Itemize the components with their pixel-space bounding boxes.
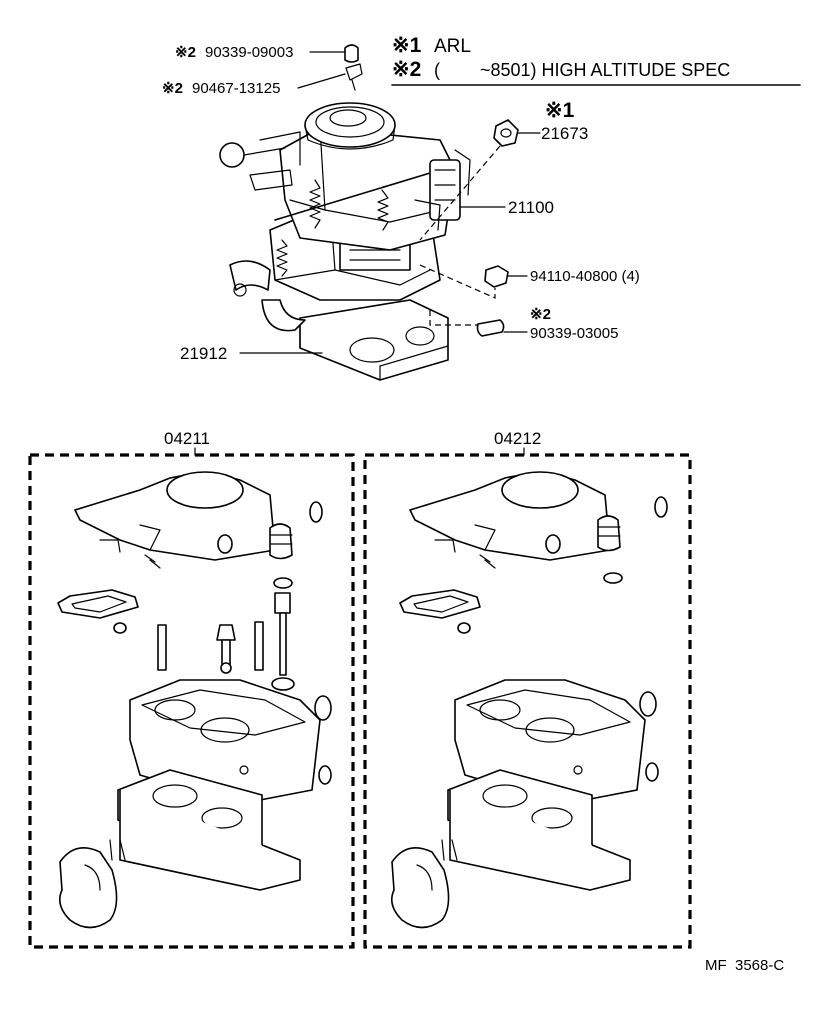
insulator-plate xyxy=(299,299,449,381)
callout-mark-90339-03005: ※2 xyxy=(530,306,551,323)
kit-04212: 04212 xyxy=(363,429,692,949)
kit-right-frame xyxy=(363,453,692,949)
callout-part-21673: 21673 xyxy=(541,124,588,143)
callout-part-21912: 21912 xyxy=(180,344,227,363)
callout-part-90339-03005: 90339-03005 xyxy=(530,325,618,342)
loose-parts xyxy=(344,44,519,337)
note1-mark: ※1 xyxy=(392,34,422,57)
note2-mark: ※2 xyxy=(392,58,421,81)
kit-04211: 04211 xyxy=(28,429,355,949)
callouts: ※2 90339-09003 ※2 90467-13125 ※1 21673 2… xyxy=(162,44,640,363)
note2-text: ( ~8501) HIGH ALTITUDE SPEC xyxy=(434,60,730,80)
kit-left-frame xyxy=(28,453,355,949)
callout-part-90467-13125: 90467-13125 xyxy=(192,80,280,97)
callout-mark-90339-09003: ※2 xyxy=(175,44,196,61)
carburetor-assembly xyxy=(219,102,471,381)
callout-part-21100: 21100 xyxy=(508,198,554,217)
notes-block: ※1 ARL ※2 ( ~8501) HIGH ALTITUDE SPEC xyxy=(391,34,801,86)
callout-mark-90467-13125: ※2 xyxy=(162,80,183,97)
figure-code: MF 3568-C xyxy=(705,957,784,974)
callout-part-90339-09003: 90339-09003 xyxy=(205,44,293,61)
kit-left-title: 04211 xyxy=(164,429,210,448)
callout-part-94110: 94110-40800 (4) xyxy=(530,268,640,285)
kit-right-title: 04212 xyxy=(494,429,541,448)
note1-text: ARL xyxy=(434,36,471,57)
callout-mark-21673: ※1 xyxy=(545,99,575,122)
